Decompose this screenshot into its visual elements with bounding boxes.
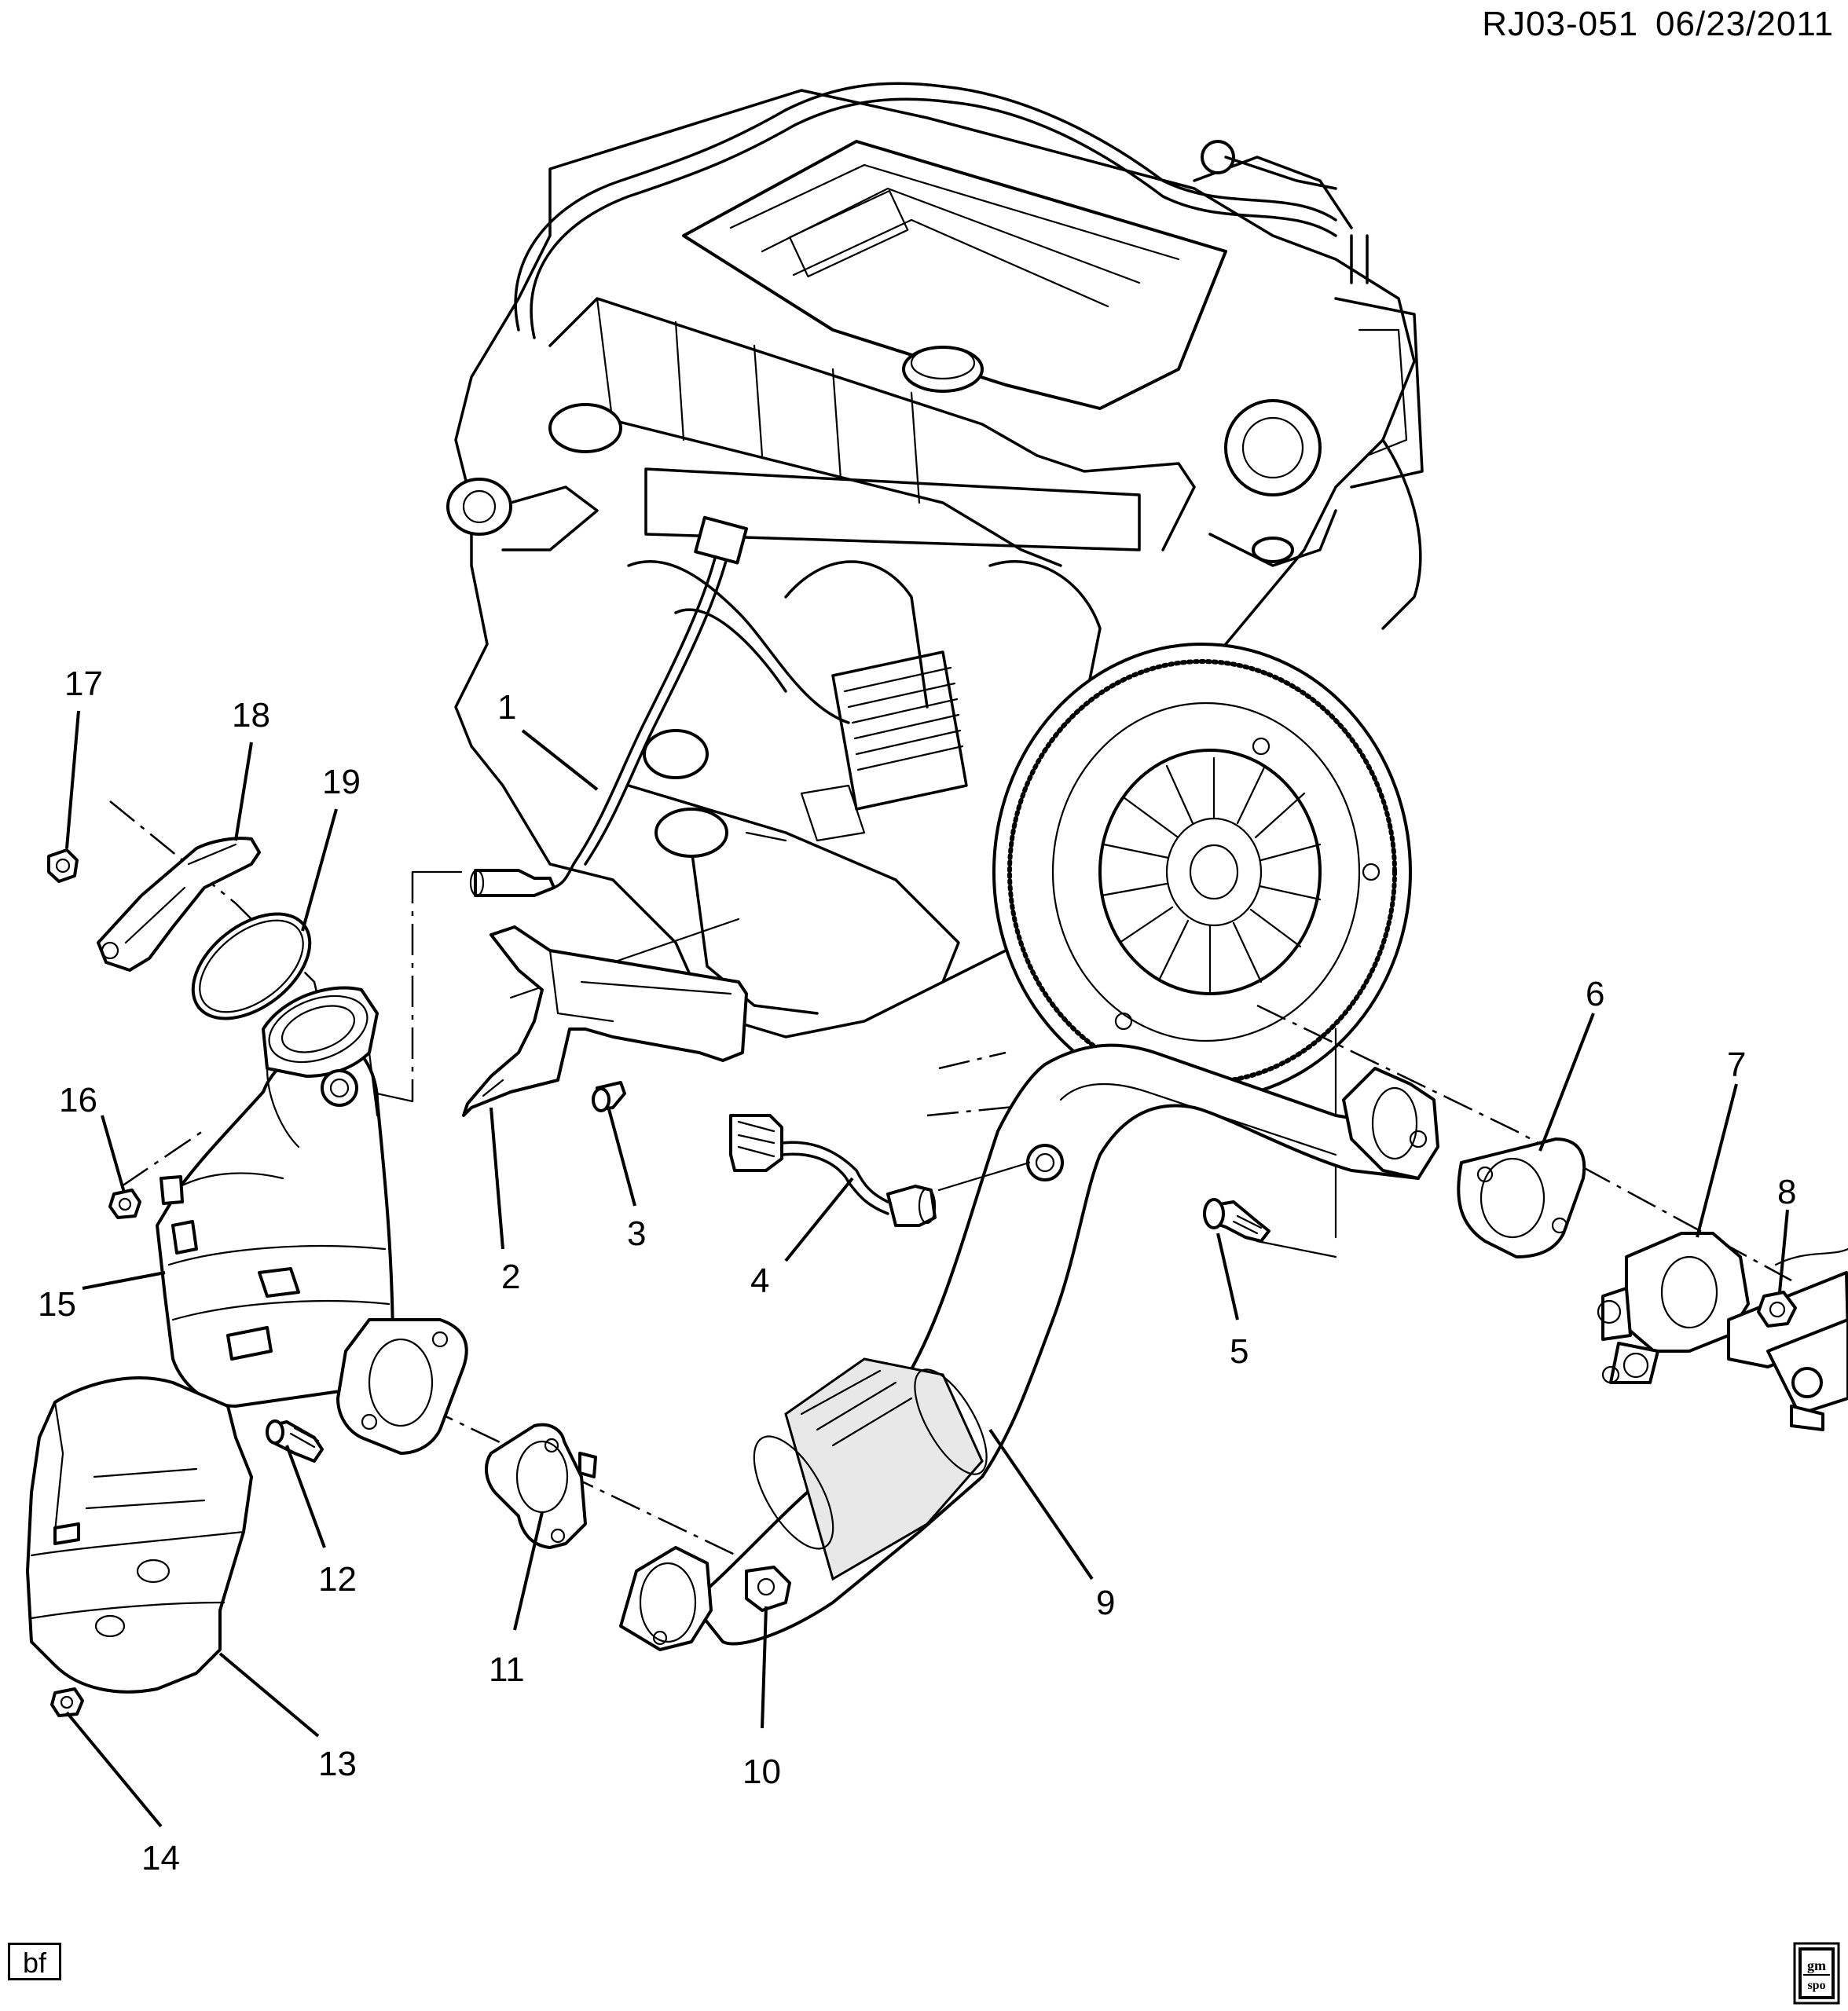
callout-14: 14 [141, 1839, 180, 1877]
callout-16: 16 [59, 1081, 97, 1119]
callout-2: 2 [501, 1258, 520, 1296]
callout-12: 12 [318, 1560, 357, 1599]
callout-labels: 1 2 3 4 5 6 7 8 9 10 11 12 13 14 15 16 1… [38, 665, 1796, 1877]
callout-6: 6 [1586, 975, 1604, 1013]
diagram-code: RJ03-051 [1482, 5, 1639, 43]
callout-10: 10 [742, 1753, 781, 1791]
part-11-gasket [485, 1423, 597, 1549]
part-6-gasket [1457, 1137, 1586, 1258]
callout-4: 4 [750, 1262, 769, 1300]
callout-17: 17 [64, 665, 103, 703]
logo-top-text: gm [1807, 1958, 1826, 1973]
part-17-nut [47, 848, 79, 883]
part-2-heat-shield-bracket [462, 925, 748, 1117]
callout-11: 11 [489, 1650, 525, 1689]
callout-3: 3 [627, 1214, 646, 1253]
gm-spo-logo: gm spo [1793, 1942, 1840, 2005]
callout-13: 13 [318, 1745, 357, 1783]
logo-bottom-text: spo [1807, 1979, 1825, 1992]
part-12-stud [266, 1419, 324, 1463]
part-14-nut [50, 1687, 84, 1717]
callout-leader-lines [65, 710, 1789, 1828]
callout-18: 18 [232, 696, 270, 734]
part-18-clamp [97, 837, 261, 972]
part-1-oxygen-sensor [469, 515, 748, 897]
part-5-bolt [1203, 1198, 1270, 1243]
callout-7: 7 [1727, 1046, 1746, 1084]
part-16-nut [108, 1189, 141, 1219]
callout-19: 19 [322, 763, 361, 801]
part-10-nut [745, 1566, 791, 1612]
catalytic-converter [156, 986, 468, 1455]
part-13-heat-shield [26, 1376, 253, 1694]
callout-15: 15 [38, 1285, 76, 1324]
flywheel-clutch [992, 643, 1412, 1101]
callout-8: 8 [1777, 1173, 1796, 1211]
part-8-nut [1757, 1291, 1797, 1328]
part-3-bolt [592, 1081, 626, 1112]
callout-1: 1 [497, 688, 516, 727]
diagram-date: 06/23/2011 [1656, 5, 1834, 43]
part-9-exhaust-pipe [619, 1043, 1439, 1651]
callout-9: 9 [1096, 1584, 1115, 1622]
callout-5: 5 [1230, 1332, 1248, 1371]
badge-bf: bf [8, 1943, 61, 1980]
diagram-header: RJ03-051 06/23/2011 [1482, 5, 1834, 44]
part-7-exhaust-rear-section [1597, 1232, 1848, 1431]
part-4-oxygen-sensor [729, 1114, 937, 1227]
engine-assembly [446, 82, 1424, 1101]
